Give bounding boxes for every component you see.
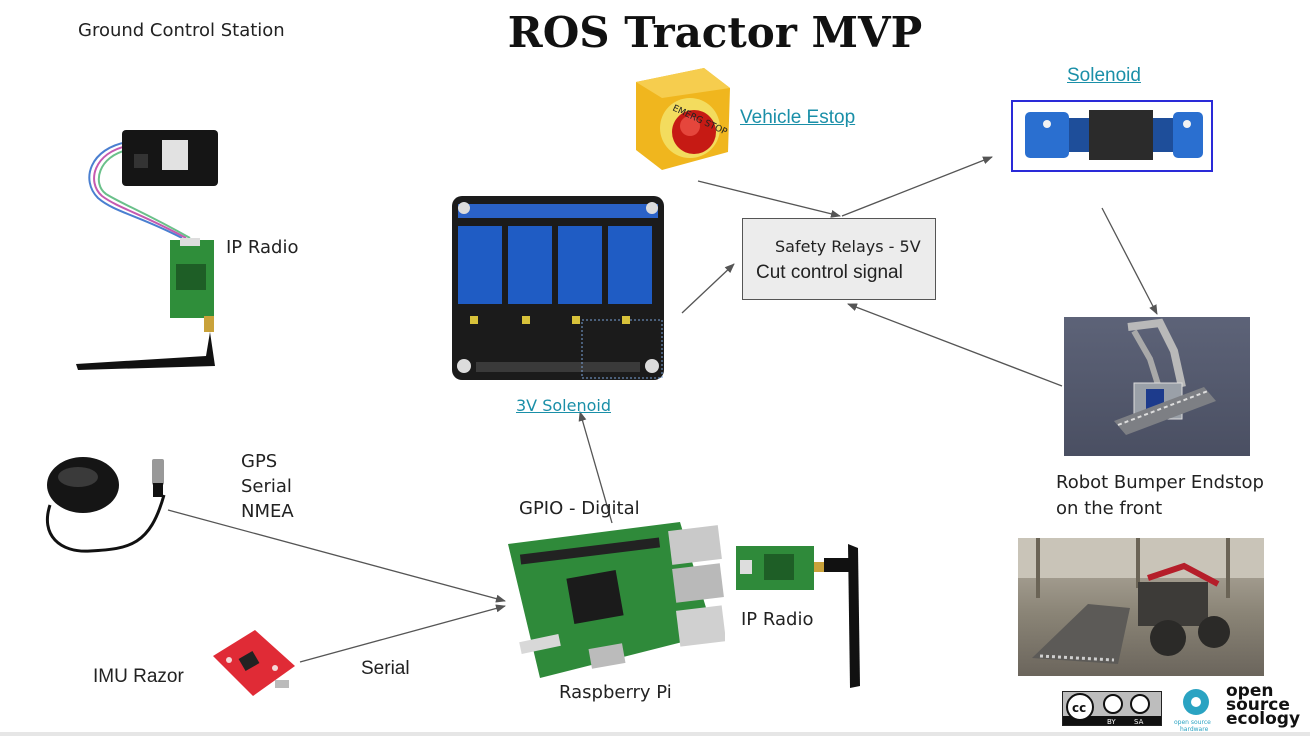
arrow-relay-to-safety (681, 263, 735, 314)
cc-text: cc (1072, 701, 1086, 715)
safety-relays-box: Safety Relays - 5V Cut control signal (742, 218, 936, 300)
safety-box-line1: Safety Relays - 5V (775, 237, 921, 256)
page-title: ROS Tractor MVP (507, 8, 923, 57)
solenoid-frame (1011, 100, 1213, 172)
imu-board-icon (213, 630, 295, 696)
cc-by-sa-icon: cc BY SA (1063, 692, 1161, 726)
ose-logo: open source ecology (1226, 681, 1310, 729)
ose-logo-line3: ecology (1226, 709, 1301, 729)
radio-module-right-icon (736, 544, 860, 688)
safety-box-line2: Cut control signal (756, 262, 903, 283)
bumper-label-line1: Robot Bumper Endstop (1056, 472, 1264, 493)
gps-serial-label: Serial (241, 476, 292, 497)
ip-radio-left-label: IP Radio (226, 237, 299, 258)
robot-model-icon (1114, 318, 1216, 435)
relay-board-icon (452, 196, 664, 380)
tractor-photo (1018, 538, 1264, 676)
tractor-photo-icon (1018, 538, 1264, 664)
arrow-safety-to-solenoid (841, 156, 993, 217)
ose-logo-line2: source (1226, 695, 1290, 715)
gps-puck-icon (45, 457, 166, 553)
arrow-bumper-to-safety (847, 303, 1063, 387)
arrow-gps-to-pi (167, 509, 506, 603)
arrow-estop-to-safety (697, 180, 841, 218)
ip-radio-right-label: IP Radio (741, 609, 814, 630)
imu-label: IMU Razor (93, 666, 184, 687)
cc-by-text: BY (1107, 718, 1116, 725)
bumper-label-line2: on the front (1056, 498, 1163, 519)
arrow-pi-to-relay (578, 411, 613, 524)
vehicle-estop-link[interactable]: Vehicle Estop (740, 107, 856, 128)
gps-nmea-label: NMEA (241, 501, 294, 522)
radio-module-icon (76, 130, 218, 370)
raspberry-pi-label: Raspberry Pi (559, 682, 672, 703)
osh-gear-icon: open source hardware (1174, 689, 1211, 732)
gpio-label: GPIO - Digital (519, 498, 640, 519)
osh-text-line1: open source (1174, 719, 1211, 726)
serial-label: Serial (361, 658, 410, 679)
robot-model-photo (1064, 317, 1250, 456)
ground-control-label: Ground Control Station (78, 20, 285, 41)
solenoid-link[interactable]: Solenoid (1067, 65, 1141, 86)
footer-divider (0, 732, 1310, 736)
raspberry-pi-icon (508, 522, 725, 678)
arrow-imu-to-pi (299, 604, 506, 663)
cc-by-sa-badge: cc BY SA (1062, 691, 1162, 726)
ose-logo-line1: open (1226, 681, 1274, 701)
gps-label: GPS (241, 451, 278, 472)
cc-sa-text: SA (1134, 718, 1144, 725)
arrow-solenoid-to-robot (1101, 207, 1158, 315)
estop-button-icon: EMERG STOP (636, 68, 730, 170)
valve-icon (1025, 110, 1203, 160)
osh-text-line2: hardware (1180, 726, 1209, 732)
solenoid-3v-link[interactable]: 3V Solenoid (516, 396, 611, 415)
